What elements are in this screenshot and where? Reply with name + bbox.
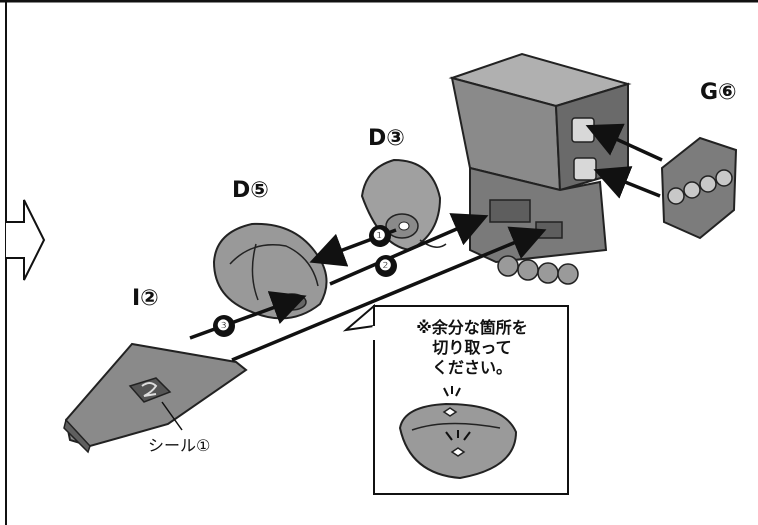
arrow-g-bottom	[593, 166, 661, 199]
label-part-g: G⑥	[700, 80, 737, 105]
callout-line-3: ください。	[431, 358, 512, 377]
main-body-part	[448, 52, 632, 285]
part-g-piece	[660, 136, 738, 240]
label-part-d5: D⑤	[232, 178, 269, 203]
callout-line-1: ※余分な箇所を	[416, 318, 528, 337]
step-3-number: ❸	[217, 317, 230, 333]
arrow-step-3	[189, 291, 307, 340]
callout-line-2: 切り取って	[432, 338, 512, 357]
arrow-step-2	[329, 213, 489, 286]
label-seal: シール①	[148, 436, 211, 455]
step-1-badge	[369, 225, 391, 247]
part-d5-piece	[212, 222, 328, 320]
right-arrow-icon	[6, 199, 46, 281]
scissors-spark-icon	[443, 386, 471, 441]
arrow-wing-to-body	[231, 226, 547, 362]
label-part-i: I②	[132, 286, 159, 311]
callout-pod-detail	[398, 402, 518, 480]
arrow-g-top	[585, 123, 663, 162]
label-part-d3: D③	[368, 126, 405, 151]
step-1-number: ❶	[373, 227, 386, 243]
step-2-badge	[375, 255, 397, 277]
seal-leader	[161, 401, 183, 431]
part-i-wing	[63, 342, 248, 454]
step-2-number: ❷	[379, 257, 392, 273]
callout-text: ※余分な箇所を 切り取って ください。	[378, 318, 566, 378]
step-3-badge	[213, 315, 235, 337]
